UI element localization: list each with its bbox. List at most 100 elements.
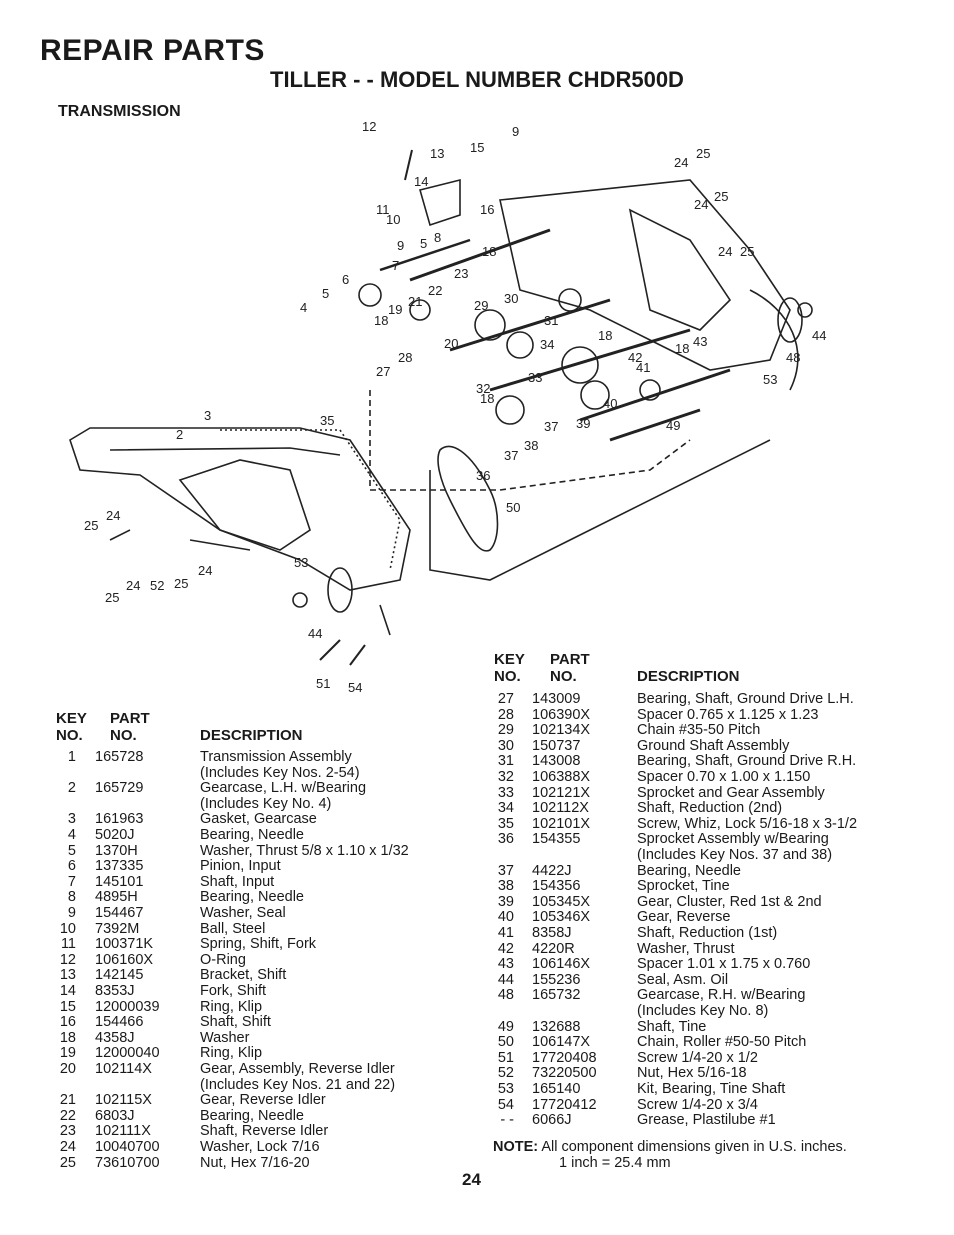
cell-key: 12 — [59, 951, 76, 968]
cell-desc: (Includes Key Nos. 21 and 22) — [200, 1076, 396, 1093]
cell-desc: Washer, Seal — [200, 905, 286, 921]
cell-desc: Shaft, Input — [200, 873, 275, 890]
cell-desc: Bearing, Shaft, Ground Drive L.H. — [637, 691, 854, 707]
cell-desc: Gear, Reverse Idler — [200, 1092, 326, 1109]
cell-desc: Bearing, Shaft, Ground Drive R.H. — [637, 753, 857, 770]
callout: 25 — [105, 590, 119, 605]
callout: 11 — [376, 202, 390, 217]
page-number: 24 — [462, 1170, 481, 1189]
table-row: (Includes Key No. 8) — [490, 1003, 910, 1019]
cell-desc: Washer — [200, 1029, 250, 1046]
cell-desc: Bracket, Shift — [200, 967, 287, 984]
cell-key: 19 — [59, 1045, 76, 1062]
cell-part: 102121X — [532, 784, 591, 801]
callout: 44 — [812, 328, 826, 343]
cell-desc: Ball, Steel — [200, 920, 266, 937]
cell-desc: Screw, Whiz, Lock 5/16-18 x 3-1/2 — [637, 815, 858, 832]
cell-key: 25 — [59, 1154, 76, 1171]
cell-key: 7 — [67, 873, 76, 890]
callout: 18 — [480, 391, 494, 406]
callout: 5 — [420, 236, 427, 251]
callout: 18 — [598, 328, 612, 343]
cell-part: 8353J — [95, 983, 135, 999]
callout: 19 — [388, 302, 402, 317]
callout: 18 — [675, 341, 689, 356]
callout: 23 — [454, 266, 468, 281]
callout: 8 — [434, 230, 441, 245]
cell-key: 20 — [59, 1061, 76, 1077]
cell-part: 154356 — [532, 878, 581, 895]
cell-key: 13 — [59, 967, 76, 984]
callout: 34 — [540, 337, 554, 352]
cell-desc: Sprocket and Gear Assembly — [637, 784, 825, 801]
cell-key: 31 — [497, 753, 514, 770]
right-key-header: KEY NO. — [494, 651, 525, 685]
cell-part: 10040700 — [95, 1139, 160, 1155]
cell-part: 73610700 — [95, 1154, 160, 1171]
cell-part: 105345X — [532, 893, 591, 910]
callout: 25 — [740, 244, 754, 259]
table-row: 34 102112X Shaft, Reduction (2nd) — [490, 800, 910, 816]
cell-desc: Sprocket Assembly w/Bearing — [637, 831, 829, 848]
cell-key: 43 — [497, 956, 514, 973]
cell-desc: Spacer 0.70 x 1.00 x 1.150 — [637, 769, 811, 785]
table-row: (Includes Key Nos. 37 and 38) — [490, 847, 910, 863]
cell-part: 8358J — [532, 925, 572, 941]
cell-part: 102101X — [532, 815, 591, 832]
cell-part: 137335 — [95, 858, 144, 875]
cell-key: 48 — [497, 987, 514, 1004]
callout: 42 — [628, 350, 642, 365]
cell-part: 106146X — [532, 956, 591, 973]
cell-key: 30 — [497, 737, 514, 754]
cell-key: 27 — [497, 691, 514, 707]
cell-key: 6 — [67, 858, 76, 875]
cell-part: 165729 — [95, 780, 144, 797]
right-description-header: DESCRIPTION — [637, 668, 740, 685]
callout: 30 — [504, 291, 518, 306]
cell-part: 165732 — [532, 987, 581, 1004]
cell-desc: Pinion, Input — [200, 858, 281, 875]
cell-part: 102112X — [532, 800, 589, 817]
cell-key: 28 — [497, 706, 514, 723]
cell-key: - - — [500, 1112, 514, 1129]
callout: 7 — [392, 258, 399, 273]
cell-key: 9 — [67, 905, 76, 921]
callout: 36 — [476, 468, 490, 483]
cell-part: 102114X — [95, 1061, 152, 1077]
cell-desc: Shaft, Reduction (2nd) — [637, 800, 783, 817]
table-row: 32 106388X Spacer 0.70 x 1.00 x 1.150 — [490, 769, 910, 785]
cell-key: 40 — [497, 909, 514, 926]
cell-key: 32 — [497, 769, 514, 785]
cell-key: 39 — [497, 893, 514, 910]
callout: 28 — [398, 350, 412, 365]
cell-part: 106388X — [532, 769, 591, 785]
cell-part: 4358J — [95, 1029, 135, 1046]
cell-key: 41 — [497, 925, 514, 941]
cell-key: 15 — [59, 998, 76, 1015]
cell-desc: Spacer 0.765 x 1.125 x 1.23 — [637, 706, 819, 723]
callout: 25 — [84, 518, 98, 533]
cell-desc: Screw 1/4-20 x 1/2 — [637, 1049, 758, 1066]
diagram-callouts: 12 13 15 9 14 11 10 16 9 5 8 7 18 24 25 … — [84, 119, 826, 695]
callout: 35 — [320, 413, 334, 428]
cell-key: 33 — [497, 784, 514, 801]
dimension-note: NOTE: All component dimensions given in … — [493, 1139, 847, 1171]
cell-part: 154467 — [95, 905, 144, 921]
cell-key: 4 — [67, 827, 76, 843]
cell-key: 34 — [497, 800, 514, 817]
cell-key: 2 — [67, 780, 76, 797]
